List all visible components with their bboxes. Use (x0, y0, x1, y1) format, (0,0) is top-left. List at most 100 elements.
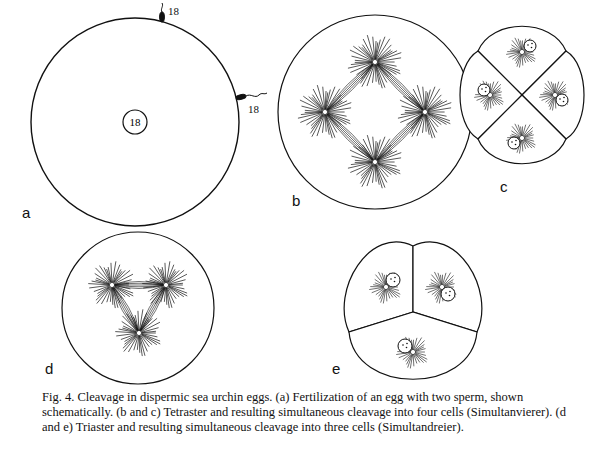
spindle-fiber (139, 285, 166, 333)
aster-ray (548, 81, 554, 93)
aster-ray (445, 284, 455, 287)
aster-ray (378, 151, 393, 160)
aster-ray (490, 98, 492, 108)
aster-ray (378, 62, 395, 63)
aster-ray (417, 85, 424, 109)
aster-ray (524, 127, 533, 136)
aster-ray (353, 46, 372, 60)
aster-ray (154, 266, 165, 283)
aster-ray (522, 141, 524, 151)
spindle-fiber (375, 62, 425, 112)
centrosome (372, 159, 377, 164)
aster-ray (361, 164, 373, 176)
aster-ray (361, 64, 373, 76)
spindle-fiber (112, 285, 139, 333)
aster-ray (518, 125, 521, 135)
aster-ray (427, 89, 440, 110)
chromatin-dot (563, 97, 565, 99)
chromatin-dot (481, 88, 483, 90)
chromosome-number: 18 (168, 5, 179, 18)
aster-ray (311, 114, 323, 128)
aster-ray (362, 45, 373, 60)
centrosome (372, 59, 377, 64)
egg-outline (278, 15, 472, 209)
aster-ray (162, 267, 165, 282)
aster-ray (353, 146, 372, 160)
aster (142, 261, 187, 308)
aster-ray (301, 112, 322, 114)
aster-ray (328, 108, 351, 112)
spindle-fiber (325, 62, 375, 112)
chromatin-dot (402, 344, 404, 346)
aster-ray (411, 114, 423, 128)
aster-ray (300, 113, 322, 122)
aster-ray (492, 81, 499, 92)
aster-ray (158, 267, 165, 282)
aster-ray (113, 288, 118, 308)
sperm-tail (161, 3, 162, 12)
aster-ray (97, 287, 109, 294)
aster-ray (522, 40, 523, 49)
aster-ray (325, 115, 327, 132)
aster-ray (438, 273, 441, 284)
aster-ray (428, 101, 443, 110)
aster-ray (428, 112, 445, 113)
aster-ray (378, 163, 397, 174)
chromatin-dot (485, 91, 487, 93)
aster-ray (96, 287, 110, 300)
aster-ray (135, 315, 138, 330)
aster-ray (440, 275, 441, 284)
aster-ray (413, 340, 414, 349)
aster-ray (444, 273, 451, 285)
aster-ray (369, 287, 383, 289)
spindle-fiber (325, 112, 375, 162)
spindle-fiber (112, 285, 139, 333)
aster-ray (139, 336, 142, 356)
aster-ray (112, 288, 114, 305)
aster-ray (89, 285, 109, 288)
spindle-fiber (375, 62, 425, 112)
aster-ray (140, 336, 145, 356)
spindle-fiber (375, 62, 425, 112)
centrosome (163, 282, 168, 287)
aster-ray (414, 355, 417, 364)
spindle-fiber (112, 285, 166, 286)
aster-ray (444, 276, 453, 285)
aster-ray (350, 63, 372, 72)
aster-ray (115, 280, 132, 285)
aster (474, 81, 503, 111)
nucleus-circle: 18 (122, 109, 148, 135)
aster-ray (524, 141, 529, 148)
aster-ray (412, 95, 423, 110)
figure-caption: Fig. 4. Cleavage in dispermic sea urchin… (42, 390, 584, 435)
aster-ray (328, 112, 345, 113)
aster-ray (302, 106, 323, 111)
aster-ray (425, 287, 439, 289)
aster-ray (428, 113, 447, 124)
aster-ray (413, 89, 423, 109)
aster-ray (557, 81, 564, 92)
spindle-fiber (139, 285, 166, 333)
aster (506, 124, 535, 154)
aster-ray (362, 165, 374, 187)
figure-drawing (31, 3, 584, 384)
aster-ray (416, 352, 425, 353)
aster-ray (127, 314, 138, 331)
aster (348, 35, 401, 88)
chromatin-dot (406, 343, 408, 345)
aster-ray (415, 341, 424, 350)
aster-ray (518, 39, 521, 49)
aster-ray (387, 290, 390, 299)
aster-ray (104, 267, 111, 282)
egg-outline (62, 232, 214, 384)
aster (348, 135, 401, 188)
sperm-head (236, 94, 247, 101)
chromatin-dot (531, 47, 533, 49)
aster-ray (327, 89, 340, 110)
aster-ray (351, 162, 372, 164)
cell-nucleus (478, 84, 490, 96)
cell-nucleus (524, 40, 536, 52)
aster-ray (378, 63, 397, 74)
aster-ray (378, 58, 401, 62)
aster-ray (434, 272, 440, 284)
